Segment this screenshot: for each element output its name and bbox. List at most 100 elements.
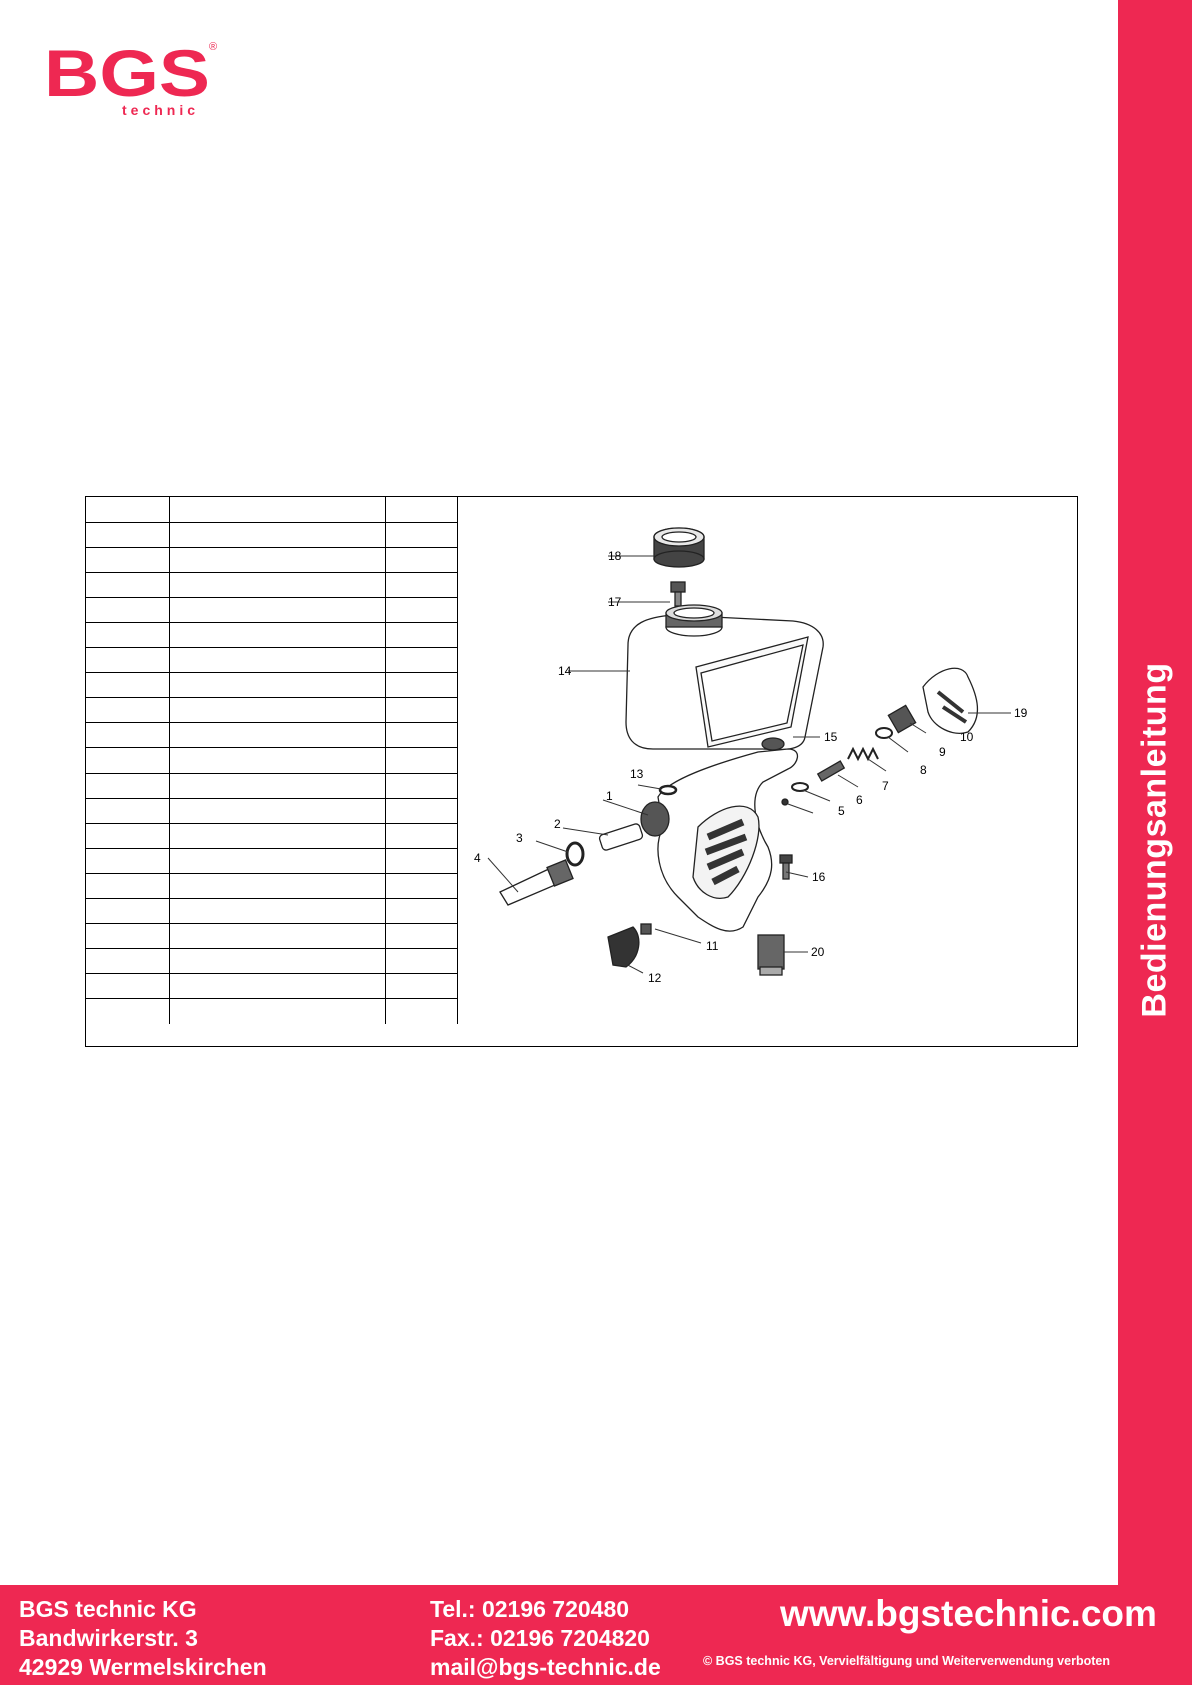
- part-description-cell: [169, 597, 386, 623]
- table-row: [86, 497, 458, 523]
- part-cap: [653, 527, 705, 568]
- part-description-cell: [169, 647, 386, 674]
- part-handle-body: [640, 748, 799, 932]
- part-description-cell: [169, 773, 386, 799]
- footer-city: 42929 Wermelskirchen: [19, 1654, 267, 1680]
- part-number-cell: [86, 497, 170, 523]
- part-number-cell: [86, 547, 170, 573]
- callout-2: 2: [554, 817, 561, 831]
- part-fitting-20: [757, 934, 785, 976]
- footer-copyright: © BGS technic KG, Vervielfältigung und W…: [703, 1654, 1110, 1668]
- part-description-cell: [169, 622, 386, 649]
- side-band: [1118, 0, 1192, 1585]
- part-number-cell: [86, 998, 170, 1024]
- part-description-cell: [169, 697, 386, 724]
- part-sleeve: [598, 823, 644, 851]
- part-number-cell: [86, 823, 170, 849]
- callout-19: 19: [1014, 706, 1028, 720]
- part-quantity-cell: [385, 522, 458, 548]
- part-number-cell: [86, 898, 170, 925]
- footer: BGS technic KG Bandwirkerstr. 3 42929 We…: [0, 1585, 1192, 1685]
- part-number-cell: [86, 622, 170, 649]
- part-nozzle: [499, 859, 574, 906]
- table-row: [86, 873, 458, 900]
- logo-brand: BGS: [44, 40, 210, 110]
- part-number-cell: [86, 597, 170, 623]
- callout-6: 6: [856, 793, 863, 807]
- part-description-cell: [169, 948, 386, 975]
- part-number-cell: [86, 848, 170, 874]
- part-description-cell: [169, 823, 386, 849]
- callout-12: 12: [648, 971, 662, 985]
- part-description-cell: [169, 923, 386, 950]
- callout-5: 5: [838, 804, 845, 818]
- part-quantity-cell: [385, 873, 458, 900]
- part-description-cell: [169, 722, 386, 749]
- part-tank: [625, 604, 824, 751]
- part-washer-13: [658, 784, 678, 796]
- footer-website-link[interactable]: www.bgstechnic.com: [780, 1593, 1157, 1634]
- table-row: [86, 998, 458, 1024]
- part-quantity-cell: [385, 697, 458, 724]
- part-description-cell: [169, 998, 386, 1024]
- part-number-cell: [86, 973, 170, 1000]
- part-number-cell: [86, 672, 170, 699]
- part-number-cell: [86, 773, 170, 799]
- table-row: [86, 722, 458, 749]
- part-description-cell: [169, 522, 386, 548]
- callout-11: 11: [706, 939, 719, 953]
- footer-fax: Fax.: 02196 7204820: [430, 1625, 650, 1651]
- part-description-cell: [169, 547, 386, 573]
- table-row: [86, 773, 458, 799]
- sidebar-label: Bedienungsanleitung: [1135, 662, 1174, 1018]
- callout-20: 20: [811, 945, 825, 959]
- table-row: [86, 898, 458, 925]
- callout-8: 8: [920, 763, 927, 777]
- parts-list-box: 1 2 3 4 5 6 7 8 9 10 11 12 13 14 15 16 1…: [85, 496, 1078, 1047]
- table-row: [86, 597, 458, 623]
- callout-16: 16: [812, 870, 826, 884]
- part-description-cell: [169, 973, 386, 1000]
- bgs-technic-logo: BGS ® technic: [44, 40, 217, 118]
- part-quantity-cell: [385, 547, 458, 573]
- part-quantity-cell: [385, 798, 458, 824]
- part-quantity-cell: [385, 948, 458, 975]
- part-quantity-cell: [385, 923, 458, 950]
- part-quantity-cell: [385, 497, 458, 523]
- callout-17: 17: [608, 595, 622, 609]
- table-row: [86, 923, 458, 950]
- part-quantity-cell: [385, 572, 458, 598]
- table-row: [86, 747, 458, 774]
- callout-7: 7: [882, 779, 889, 793]
- part-quantity-cell: [385, 622, 458, 649]
- part-number-cell: [86, 572, 170, 598]
- part-number-cell: [86, 923, 170, 950]
- part-bolt-16: [779, 854, 793, 880]
- part-quantity-cell: [385, 998, 458, 1024]
- part-description-cell: [169, 572, 386, 598]
- callout-3: 3: [516, 831, 523, 845]
- footer-company: BGS technic KG: [19, 1596, 197, 1622]
- part-grommet-15: [761, 737, 785, 751]
- part-number-cell: [86, 697, 170, 724]
- callout-1: 1: [606, 789, 613, 803]
- part-description-cell: [169, 798, 386, 824]
- part-number-cell: [86, 722, 170, 749]
- part-description-cell: [169, 497, 386, 523]
- table-row: [86, 973, 458, 1000]
- part-number-cell: [86, 522, 170, 548]
- part-quantity-cell: [385, 773, 458, 799]
- footer-contact: Tel.: 02196 720480 Fax.: 02196 7204820 m…: [430, 1595, 661, 1682]
- footer-mail[interactable]: mail@bgs-technic.de: [430, 1654, 661, 1680]
- part-setscrew-11: [640, 923, 652, 935]
- part-description-cell: [169, 848, 386, 874]
- table-row: [86, 522, 458, 548]
- callout-9: 9: [939, 745, 946, 759]
- table-row: [86, 547, 458, 573]
- part-number-cell: [86, 948, 170, 975]
- table-row: [86, 622, 458, 649]
- part-trigger-12: [607, 926, 640, 968]
- callout-14: 14: [558, 664, 572, 678]
- exploded-view-diagram: [487, 527, 1011, 976]
- part-quantity-cell: [385, 747, 458, 774]
